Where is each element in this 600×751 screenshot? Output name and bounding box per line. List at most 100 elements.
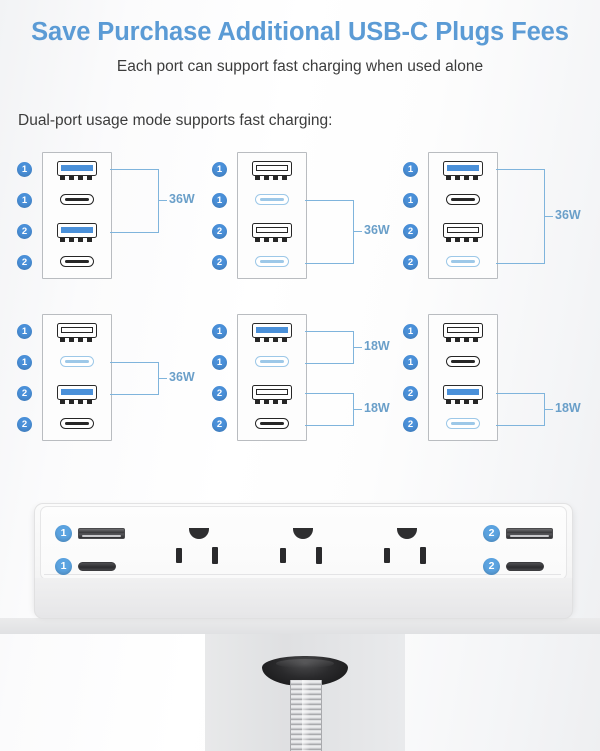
power-bracket (305, 200, 354, 264)
port-badge-1: 1 (17, 355, 32, 370)
power-bracket (496, 393, 545, 426)
port-badge-1: 1 (212, 162, 227, 177)
usb-c-icon (60, 418, 94, 429)
usage-diagram: 1 1 2 2 18W 18W (209, 310, 405, 462)
port-usb-c-1 (429, 352, 497, 378)
charger-panel (42, 152, 112, 279)
port-badge-1: 1 (403, 162, 418, 177)
port-usb-a-2 (238, 221, 306, 247)
product-photo: 1 1 2 2 (0, 470, 600, 751)
port-usb-c-1 (429, 190, 497, 216)
charger-panel (42, 314, 112, 441)
wattage-label: 18W (364, 400, 390, 415)
usb-c-icon (60, 256, 94, 267)
port-usb-c-2 (429, 414, 497, 440)
ac-outlet (376, 528, 438, 572)
port-usb-c-2 (238, 252, 306, 278)
outlet-slot-left (280, 548, 286, 563)
product-usb-a-left (78, 528, 125, 539)
ground-pin-slot (397, 528, 417, 539)
port-badge-2: 2 (403, 417, 418, 432)
port-badge-1: 1 (403, 355, 418, 370)
bracket-tick (159, 200, 167, 201)
port-badge-2: 2 (212, 386, 227, 401)
port-usb-c-2 (43, 414, 111, 440)
usb-c-icon (255, 418, 289, 429)
outlet-slot-left (384, 548, 390, 563)
port-badge-2: 2 (403, 224, 418, 239)
port-usb-c-2 (429, 252, 497, 278)
port-badge-2: 2 (17, 224, 32, 239)
charger-panel (428, 314, 498, 441)
port-badge-1: 1 (403, 193, 418, 208)
power-bracket (305, 393, 354, 426)
wattage-label: 18W (364, 338, 390, 353)
port-badge-1: 1 (403, 324, 418, 339)
power-bracket (305, 331, 354, 364)
port-badge-2: 2 (17, 386, 32, 401)
port-badge-1: 1 (212, 324, 227, 339)
bracket-tick (354, 346, 362, 348)
ground-pin-slot (189, 528, 209, 539)
wattage-label: 36W (169, 192, 195, 206)
product-badge-usba-right: 2 (483, 525, 500, 542)
port-usb-a-1 (238, 321, 306, 347)
port-badge-1: 1 (17, 324, 32, 339)
usb-c-icon (255, 194, 289, 205)
power-bracket (110, 362, 159, 395)
section-label: Dual-port usage mode supports fast charg… (18, 112, 333, 129)
port-usb-a-2 (43, 221, 111, 247)
usb-c-icon (255, 356, 289, 367)
port-usb-c-1 (43, 190, 111, 216)
clamp-screw (290, 680, 322, 751)
charger-panel (428, 152, 498, 279)
usb-c-icon (60, 356, 94, 367)
port-usb-a-2 (43, 383, 111, 409)
port-badge-2: 2 (212, 255, 227, 270)
port-usb-a-2 (429, 221, 497, 247)
bracket-tick (354, 408, 362, 410)
charger-panel (237, 314, 307, 441)
wattage-label: 36W (555, 207, 581, 222)
port-usb-c-2 (43, 252, 111, 278)
product-badge-usba-left: 1 (55, 525, 72, 542)
page-title: Save Purchase Additional USB-C Plugs Fee… (31, 18, 569, 46)
outlet-slot-right (420, 547, 426, 564)
port-badge-1: 1 (212, 355, 227, 370)
port-badge-2: 2 (403, 386, 418, 401)
port-usb-a-1 (43, 321, 111, 347)
port-usb-a-1 (238, 159, 306, 185)
port-badge-2: 2 (17, 417, 32, 432)
port-badge-1: 1 (212, 193, 227, 208)
usb-c-icon (255, 256, 289, 267)
product-usb-a-right (506, 528, 553, 539)
port-badge-2: 2 (212, 224, 227, 239)
port-usb-c-2 (238, 414, 306, 440)
bracket-tick (545, 215, 553, 217)
port-usb-c-1 (43, 352, 111, 378)
ac-outlet (168, 528, 230, 572)
page-subtitle: Each port can support fast charging when… (116, 58, 484, 75)
port-badge-column: 1 1 2 2 (212, 314, 234, 439)
port-badge-2: 2 (212, 417, 227, 432)
usb-c-icon (446, 356, 480, 367)
product-badge-usbc-left: 1 (55, 558, 72, 575)
usb-c-icon (446, 418, 480, 429)
desk-surface (0, 618, 600, 634)
power-strip-face (40, 506, 567, 580)
bracket-tick (159, 377, 167, 379)
power-bracket (110, 169, 159, 233)
port-badge-1: 1 (17, 162, 32, 177)
product-usb-c-right (506, 562, 544, 571)
ac-outlet (272, 528, 334, 572)
port-badge-1: 1 (17, 193, 32, 208)
port-usb-a-2 (238, 383, 306, 409)
port-badge-column: 1 1 2 2 (403, 314, 425, 439)
